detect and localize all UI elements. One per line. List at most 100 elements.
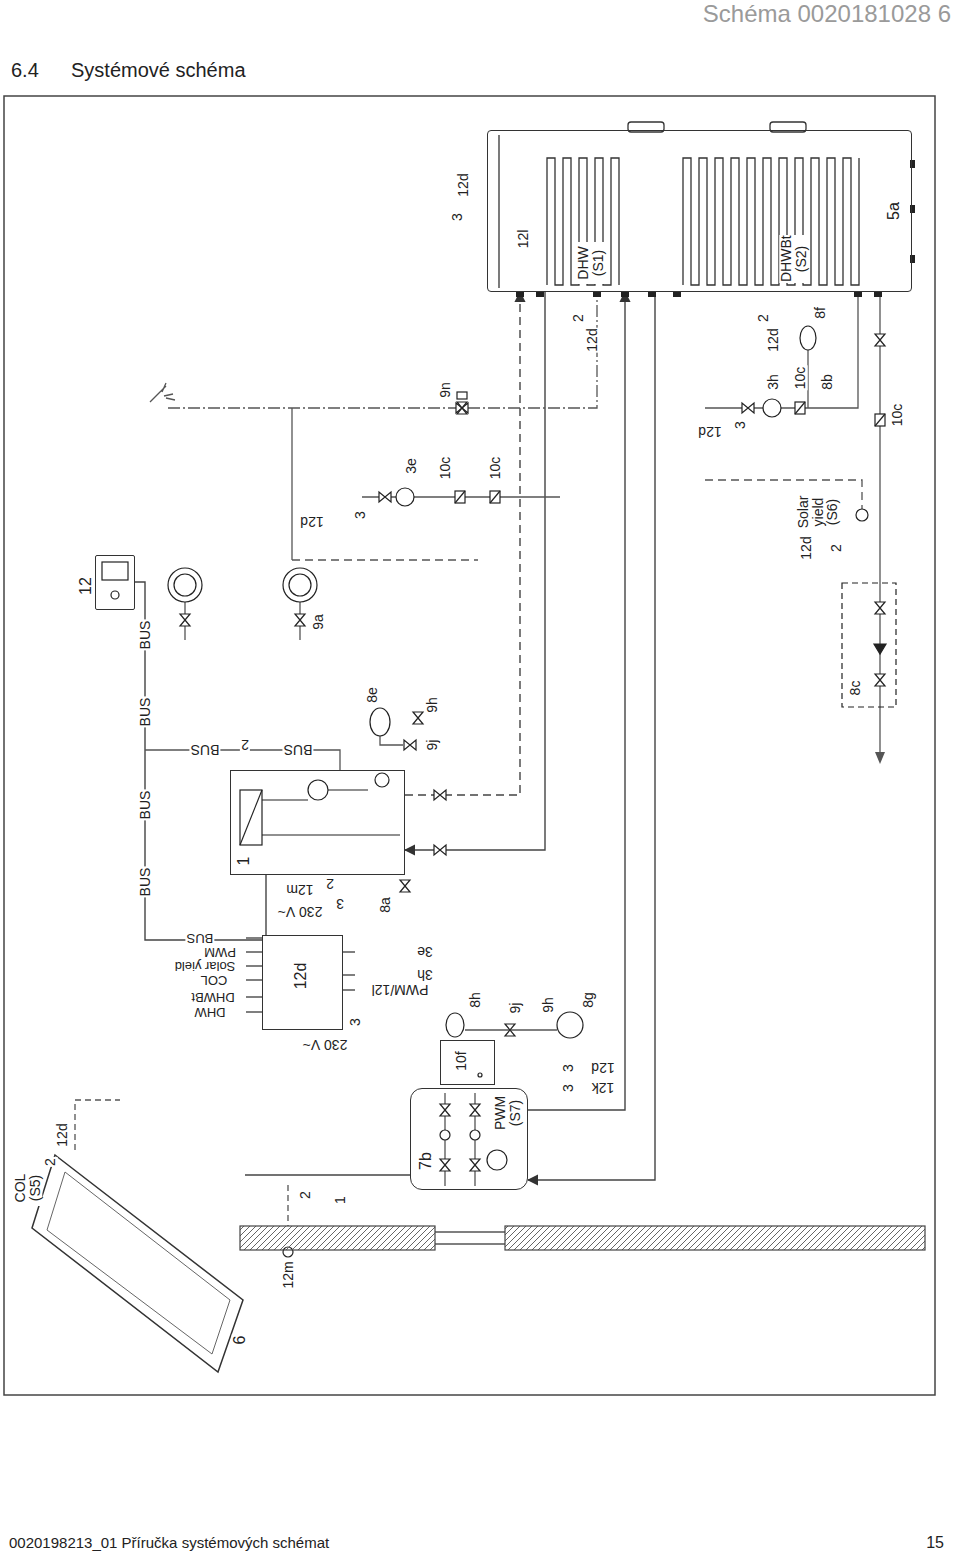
pipe-connector [245, 1174, 410, 1175]
component-symbol [795, 402, 805, 414]
component-symbol [795, 402, 805, 414]
component-symbol [505, 1024, 515, 1036]
pipe-line [150, 383, 175, 402]
callout-label: BUS [190, 743, 221, 758]
callout-label: 15 [925, 1535, 945, 1552]
component-symbol [478, 1073, 482, 1077]
component-symbol [168, 568, 202, 602]
frame [4, 96, 935, 1395]
node-label: 12d [293, 962, 310, 991]
callout-label: PWM [203, 945, 237, 959]
callout-label: BUS [186, 931, 215, 945]
node-label: 12 [78, 576, 95, 596]
callout-label: Schéma 0020181028 6 [702, 1, 952, 26]
component-symbol [742, 403, 754, 413]
callout-label: 12d [55, 1122, 70, 1147]
tank-detail [498, 135, 499, 288]
collector-outline [30, 1150, 245, 1375]
component-symbol [289, 574, 311, 596]
callout-label: 12m [285, 883, 314, 898]
expansion-box: 10f [440, 1040, 495, 1085]
component-symbol [440, 1104, 450, 1116]
callout-label: Solar yield [174, 959, 237, 973]
pipe-line [75, 1100, 120, 1150]
tank-detail [683, 158, 859, 285]
component-symbol [800, 326, 816, 350]
component-symbol [375, 773, 389, 787]
callout-label: 3 [353, 510, 368, 520]
bus-connector [265, 875, 266, 935]
pipe-line [168, 297, 597, 408]
callout-label: 8g [581, 991, 596, 1009]
component-symbol [240, 790, 262, 845]
callout-label: 3h [766, 373, 781, 391]
component-symbol [434, 790, 446, 800]
callout-label: 2 [240, 738, 250, 753]
pipe-connector [528, 292, 625, 1110]
callout-label: 12m [281, 1260, 296, 1289]
node-label: DHW (S1) [576, 242, 605, 284]
component-symbol [370, 708, 390, 736]
callout-label: 2 [829, 543, 844, 553]
pipe-line [380, 736, 403, 745]
callout-label: 9j [508, 1002, 523, 1015]
callout-label: 8a [378, 896, 393, 914]
callout-label: 0020198213_01 Příručka systémových schém… [8, 1535, 330, 1551]
solar-controller: 12d [262, 935, 343, 1030]
collector-outline [32, 1155, 243, 1372]
pipe-line [343, 952, 355, 990]
callout-label: 230 V~ [277, 905, 324, 920]
callout-label: BUS [138, 697, 153, 728]
pipe-line [292, 559, 478, 560]
component-symbol [283, 568, 317, 602]
component-symbol [470, 1159, 480, 1171]
tank-detail [547, 158, 619, 285]
pipe-line [435, 1232, 505, 1244]
component-symbol [456, 403, 468, 413]
component-symbol [413, 712, 423, 724]
page-title: Systémové schéma [70, 60, 247, 81]
callout-label: 10c [488, 456, 503, 481]
component-symbol [111, 591, 119, 599]
solar-collector: 6 [30, 1150, 245, 1375]
pipe-line [445, 1093, 475, 1186]
callout-label: 9j [425, 739, 440, 752]
callout-label: 2 [325, 877, 335, 892]
callout-label: 2 [571, 313, 586, 323]
callout-label: 3 [348, 1017, 363, 1027]
callout-label: 230 V~ [302, 1038, 349, 1053]
tank-detail [499, 122, 915, 297]
callout-label: 8b [820, 373, 835, 391]
callout-label: BUS [138, 790, 153, 821]
component-symbol [455, 491, 465, 503]
callout-label: DHW [193, 1005, 226, 1019]
node-label: DHWBt (S2) [779, 235, 808, 283]
callout-label: 3h [416, 968, 434, 983]
component-symbol [50, 326, 896, 1257]
callout-label: 9h [541, 996, 556, 1014]
component-symbol [446, 1013, 464, 1037]
node-label: 12l [516, 229, 531, 250]
tank-detail [910, 205, 915, 213]
pipe-line [75, 297, 880, 1244]
callout-label: 9n [438, 381, 453, 399]
component-symbol [455, 491, 465, 503]
solar-station: 7bPWM (S7) [410, 1088, 528, 1190]
callout-label: 3e [416, 945, 434, 960]
component-symbol [457, 402, 467, 414]
pipe-line [185, 602, 300, 640]
component-symbol [875, 674, 885, 686]
node-label: 1 [236, 856, 253, 867]
component-symbol [874, 644, 886, 654]
callout-label: 10c [438, 456, 453, 481]
callout-label: 8e [365, 686, 380, 704]
component-symbol [174, 574, 196, 596]
callout-label: DHWBt [190, 990, 235, 1004]
pipe-line [246, 938, 262, 1012]
component-symbol [434, 845, 446, 855]
component-symbol [875, 334, 885, 346]
callout-label: 1 [333, 1195, 348, 1205]
callout-label: 9a [311, 613, 326, 631]
callout-label: 12d [456, 172, 471, 197]
